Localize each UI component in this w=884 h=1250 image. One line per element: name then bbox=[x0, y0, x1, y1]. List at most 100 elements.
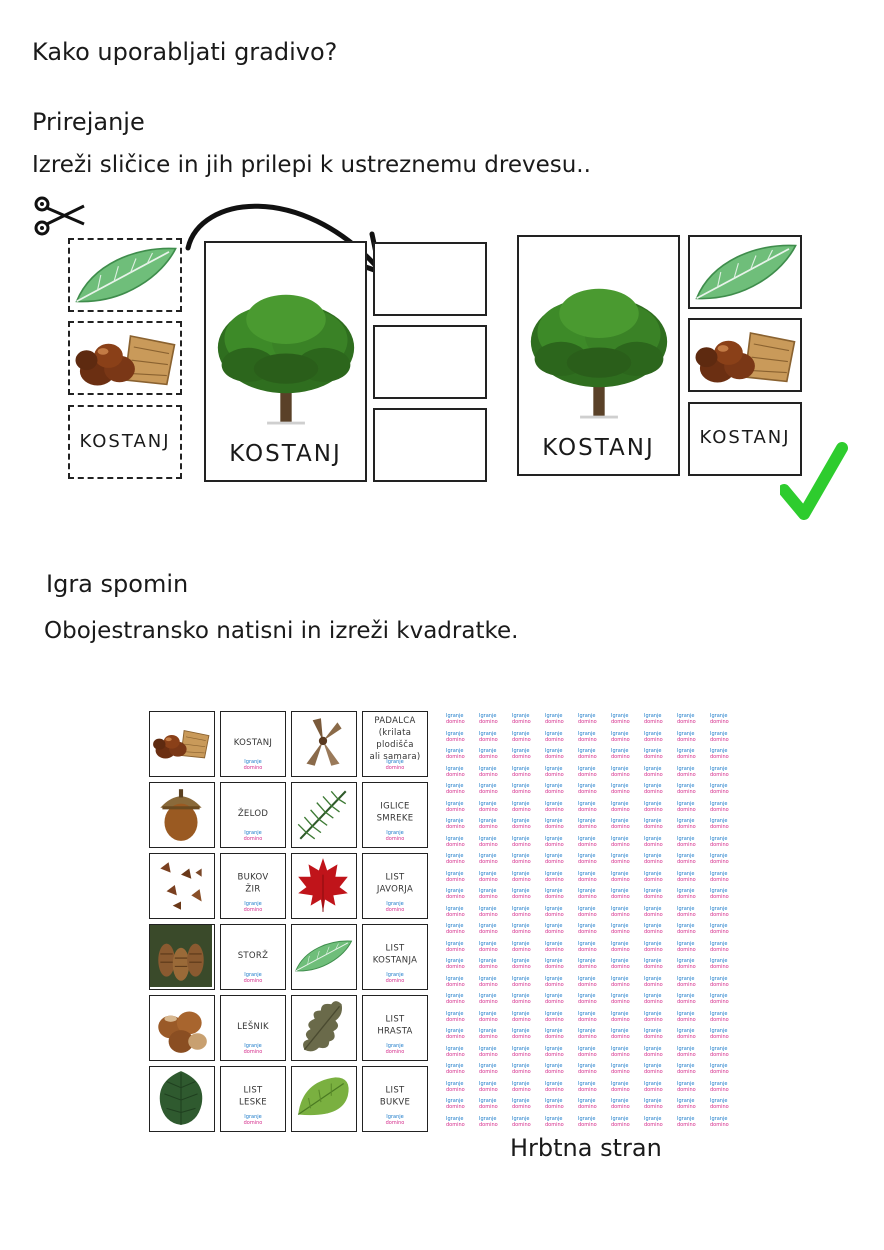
memory-card-image bbox=[291, 711, 357, 777]
logo-line2: domino bbox=[611, 736, 630, 743]
logo-line2: domino bbox=[446, 999, 465, 1005]
logo-line2: domino bbox=[578, 946, 597, 953]
logo-line1: Igranje bbox=[512, 853, 530, 859]
logo-line2: domino bbox=[446, 876, 465, 883]
logo-line2: domino bbox=[677, 911, 696, 918]
logo-line1: Igranje bbox=[386, 830, 404, 836]
logo-line2: domino bbox=[677, 1121, 696, 1128]
logo-line1: Igranje bbox=[644, 713, 662, 719]
logo-line2: domino bbox=[611, 1051, 630, 1058]
logo-line1: Igranje bbox=[479, 800, 497, 807]
logo-line2: domino bbox=[677, 736, 696, 743]
logo-line2: domino bbox=[644, 771, 663, 778]
logo-line1: Igranje bbox=[512, 940, 530, 947]
logo-line2: domino bbox=[677, 964, 696, 970]
logo-line2: domino bbox=[479, 946, 498, 953]
logo-line2: domino bbox=[512, 806, 531, 813]
logo-line1: Igranje bbox=[644, 1063, 662, 1069]
chestnut-leaf-image bbox=[292, 925, 354, 987]
logo-line2: domino bbox=[710, 771, 729, 778]
logo-line2: domino bbox=[611, 824, 630, 830]
logo-line2: domino bbox=[611, 841, 630, 848]
logo-line1: Igranje bbox=[578, 748, 596, 754]
logo-line1: Igranje bbox=[545, 730, 563, 737]
logo-line2: domino bbox=[512, 771, 531, 778]
logo-line2: domino bbox=[545, 1051, 564, 1058]
logo-line2: domino bbox=[644, 736, 663, 743]
logo-line2: domino bbox=[710, 754, 729, 760]
logo-line2: domino bbox=[611, 754, 630, 760]
result-tree-image bbox=[523, 285, 675, 427]
logo-line2: domino bbox=[446, 981, 465, 988]
logo-line1: Igranje bbox=[512, 993, 530, 999]
logo-line1: Igranje bbox=[710, 818, 728, 824]
logo-line2: domino bbox=[479, 1051, 498, 1058]
logo-line1: Igranje bbox=[446, 783, 464, 789]
oak-leaf-image bbox=[292, 996, 354, 1058]
logo-line1: Igranje bbox=[578, 888, 596, 894]
logo-line1: Igranje bbox=[578, 905, 596, 912]
logo-line1: Igranje bbox=[545, 1080, 563, 1087]
logo-line1: Igranje bbox=[446, 888, 464, 894]
logo-line2: domino bbox=[479, 1121, 498, 1128]
logo-line2: domino bbox=[611, 789, 630, 795]
logo-line1: Igranje bbox=[710, 853, 728, 859]
tree-label: KOSTANJ bbox=[229, 441, 342, 467]
logo-line1: Igranje bbox=[446, 713, 464, 719]
logo-line1: Igranje bbox=[446, 1098, 464, 1104]
logo-line1: Igranje bbox=[446, 730, 464, 737]
logo-line2: domino bbox=[446, 894, 465, 900]
logo-line1: Igranje bbox=[479, 1080, 497, 1087]
logo-line1: Igranje bbox=[545, 1010, 563, 1017]
logo-line2: domino bbox=[512, 1016, 531, 1023]
cones-image bbox=[150, 925, 212, 987]
logo-line1: Igranje bbox=[710, 730, 728, 737]
logo-line2: domino bbox=[611, 1086, 630, 1093]
logo-line1: Igranje bbox=[710, 940, 728, 947]
logo-line1: Igranje bbox=[710, 835, 728, 842]
logo-line1: Igranje bbox=[386, 1043, 404, 1049]
logo-line1: Igranje bbox=[578, 713, 596, 719]
memory-card-label: PADALCA (krilata plodišča ali samara) bbox=[369, 716, 421, 763]
logo-line2: domino bbox=[512, 1069, 531, 1075]
logo-line2: domino bbox=[512, 929, 531, 935]
logo-line1: Igranje bbox=[677, 818, 695, 824]
logo-line1: Igranje bbox=[611, 923, 629, 929]
logo-line2: domino bbox=[644, 859, 663, 865]
logo-line2: domino bbox=[545, 929, 564, 935]
logo-line1: Igranje bbox=[677, 730, 695, 737]
logo-line1: Igranje bbox=[545, 818, 563, 824]
logo-line2: domino bbox=[578, 894, 597, 900]
logo-line2: domino bbox=[479, 806, 498, 813]
logo-line1: Igranje bbox=[578, 1045, 596, 1052]
logo-line1: Igranje bbox=[446, 1115, 464, 1122]
logo-line2: domino bbox=[710, 1016, 729, 1023]
logo-line1: Igranje bbox=[611, 1010, 629, 1017]
